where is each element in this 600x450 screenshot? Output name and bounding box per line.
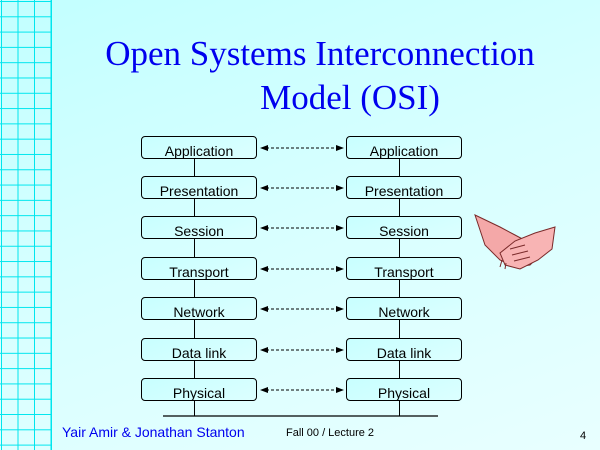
handshake-icon xyxy=(474,214,556,270)
title-line-2: Model (OSI) xyxy=(260,78,440,117)
right-layer-application: Application xyxy=(346,136,462,159)
peer-arrow xyxy=(260,347,344,353)
title-line-1: Open Systems Interconnection xyxy=(105,34,535,73)
left-layer-data-link: Data link xyxy=(141,338,257,361)
right-layer-physical: Physical xyxy=(346,378,462,401)
right-layer-data-link: Data link xyxy=(346,338,462,361)
peer-arrow xyxy=(260,306,344,312)
right-layer-transport: Transport xyxy=(346,257,462,280)
left-layer-network: Network xyxy=(141,297,257,320)
peer-arrow xyxy=(260,225,344,231)
left-layer-physical: Physical xyxy=(141,378,257,401)
peer-arrow xyxy=(260,145,344,151)
right-layer-presentation: Presentation xyxy=(346,176,462,199)
peer-arrow xyxy=(260,185,344,191)
footer-lecture: Fall 00 / Lecture 2 xyxy=(286,427,375,439)
left-layer-transport: Transport xyxy=(141,257,257,280)
peer-arrow xyxy=(260,387,344,393)
slide-title: Open Systems Interconnection Model (OSI) xyxy=(60,32,580,120)
right-layer-network: Network xyxy=(346,297,462,320)
page-number: 4 xyxy=(580,430,587,442)
footer-authors: Yair Amir & Jonathan Stanton xyxy=(62,424,245,440)
peer-arrow xyxy=(260,266,344,272)
right-layer-session: Session xyxy=(346,216,462,239)
left-layer-application: Application xyxy=(141,136,257,159)
decorative-grid xyxy=(0,0,52,450)
left-layer-presentation: Presentation xyxy=(141,176,257,199)
left-layer-session: Session xyxy=(141,216,257,239)
